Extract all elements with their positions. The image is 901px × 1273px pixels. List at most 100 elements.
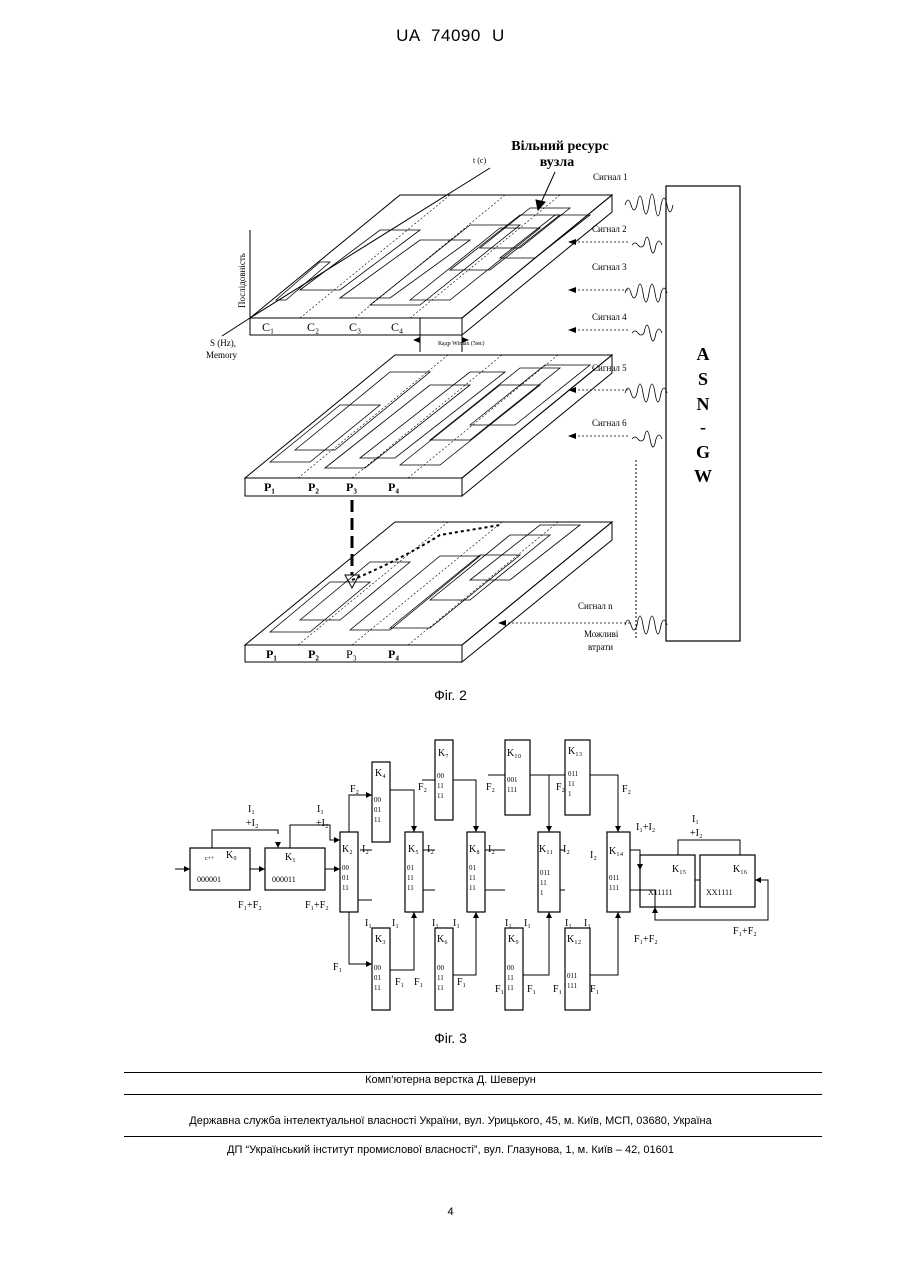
signal-4-wave (632, 325, 662, 341)
k11-code-0: 011 (540, 869, 551, 877)
signal-6-label: Сигнал 6 (592, 418, 627, 428)
label-i2-k8: I₂ (488, 844, 495, 855)
label-f1-k12b: F₁ (590, 984, 599, 995)
layer3-label-p2: P₂ (308, 647, 319, 661)
label-i1-k5: I₁ (392, 918, 399, 929)
label-i1-k6: I₁ (432, 918, 439, 929)
layer-3-platform (245, 522, 612, 662)
signal-n-label: Сигнал n (578, 601, 613, 611)
label-i2-k16: +I₂ (690, 828, 702, 839)
figure-3-caption: Фіг. 3 (0, 1030, 901, 1046)
label-i1-k12: I₁ (565, 918, 572, 929)
label-i2-k2: I₂ (362, 844, 369, 855)
x-axis-label-line1: S (Hz), (210, 338, 236, 348)
label-i2-k1: +I₂ (316, 818, 328, 829)
layer3-label-p4: P₄ (388, 647, 399, 661)
label-i1-left: I₁ (248, 804, 255, 815)
k5-label: K₅ (408, 844, 419, 855)
k11-code-2: 1 (540, 889, 544, 897)
label-f1-k6b: F₁ (457, 977, 466, 988)
k6-label: K₆ (437, 934, 448, 945)
k9-code-0: 00 (507, 964, 515, 972)
layer1-label-c3: C₃ (349, 320, 361, 334)
k4-code-2: 11 (374, 816, 381, 824)
x-axis-line (222, 318, 250, 336)
label-f1-k9b: F₁ (527, 984, 536, 995)
signal-6-wave (632, 431, 662, 447)
label-f1-k3b: F₁ (395, 977, 404, 988)
k5-code-0: 01 (407, 864, 415, 872)
k3-code-2: 11 (374, 984, 381, 992)
gw-letter-s: S (698, 369, 708, 389)
label-i1-k9b: I₁ (524, 918, 531, 929)
institute-address: ДП “Український інститут промислової вла… (0, 1144, 901, 1156)
k2-code-0: 00 (342, 864, 350, 872)
k0-code: 000001 (197, 875, 221, 884)
label-i1-k6b: I₁ (453, 918, 460, 929)
k13-label: K₁₃ (568, 746, 582, 757)
signal-3-label: Сигнал 3 (592, 262, 627, 272)
label-f1-k3: F₁ (333, 962, 342, 973)
k10-label: K₁₀ (507, 748, 522, 759)
k13-code-0: 011 (568, 770, 579, 778)
k14-code-1: 111 (609, 884, 619, 892)
layer3-label-p3: P₃ (346, 647, 357, 661)
losses-label-line1: Можливі (584, 629, 619, 639)
figure-2-caption: Фіг. 2 (0, 687, 901, 703)
frame-label: Кадр Wimax (5мс) (438, 340, 485, 347)
label-i2-left: +I₂ (246, 818, 258, 829)
figure-2: Вільний ресурс вузла t (с) Послідовність… (0, 0, 901, 700)
k7-code-0: 00 (437, 772, 445, 780)
k2-code-2: 11 (342, 884, 349, 892)
k13-code-2: 1 (568, 790, 572, 798)
k5-code-2: 11 (407, 884, 414, 892)
k4-code-0: 00 (374, 796, 382, 804)
gw-letter-n: N (697, 394, 710, 414)
signal-1-label: Сигнал 1 (593, 172, 628, 182)
label-f1f2-k15: F₁+F₂ (634, 934, 658, 945)
k8-code-0: 01 (469, 864, 477, 872)
k0-sub: c++ (205, 856, 215, 862)
k2-label: K₂ (342, 844, 353, 855)
k6-code-2: 11 (437, 984, 444, 992)
layer-2-platform (245, 355, 612, 496)
gw-letter-dash: - (700, 417, 706, 437)
label-f1-k9: F₁ (495, 984, 504, 995)
k13-code-1: 11 (568, 780, 575, 788)
k15-code: X11111 (648, 888, 673, 897)
signal-2-label: Сигнал 2 (592, 224, 627, 234)
k7-code-2: 11 (437, 792, 444, 800)
y-axis-label: Послідовність (237, 253, 247, 308)
layer1-label-c1: C₁ (262, 320, 274, 334)
k16-label: K₁₆ (733, 864, 748, 875)
layout-credit: Комп’ютерна верстка Д. Шеверун (0, 1074, 901, 1086)
layer2-label-p3: P₃ (346, 480, 357, 494)
k4-code-1: 01 (374, 806, 382, 814)
agency-address: Державна служба інтелектуальної власност… (0, 1115, 901, 1127)
layer1-label-c4: C₄ (391, 320, 403, 334)
k1-label: K₁ (285, 852, 296, 863)
block-k16 (700, 855, 755, 907)
label-f2-k10: F₂ (486, 782, 495, 793)
label-i1-k12b: I₁ (584, 918, 591, 929)
k6-code-1: 11 (437, 974, 444, 982)
k9-code-1: 11 (507, 974, 514, 982)
k9-label: K₉ (508, 934, 519, 945)
label-f1-k6: F₁ (414, 977, 423, 988)
k5-code-1: 11 (407, 874, 414, 882)
label-f2-k4: F₂ (350, 784, 359, 795)
k8-label: K₈ (469, 844, 480, 855)
k8-code-2: 11 (469, 884, 476, 892)
label-i1-k1: I₁ (317, 804, 324, 815)
block-k15 (640, 855, 695, 907)
k16-code: XX1111 (706, 888, 733, 897)
k7-label: K₇ (438, 748, 449, 759)
signal-n-wave (625, 616, 667, 634)
label-f2-k7: F₂ (418, 782, 427, 793)
label-f1f2-k1: F₁+F₂ (305, 900, 329, 911)
block-k14 (607, 832, 630, 912)
k10-code-1: 111 (507, 786, 517, 794)
label-f1f2-k16: F₁+F₂ (733, 926, 757, 937)
losses-label-line2: втрати (588, 642, 613, 652)
label-f2-k14: F₂ (622, 784, 631, 795)
